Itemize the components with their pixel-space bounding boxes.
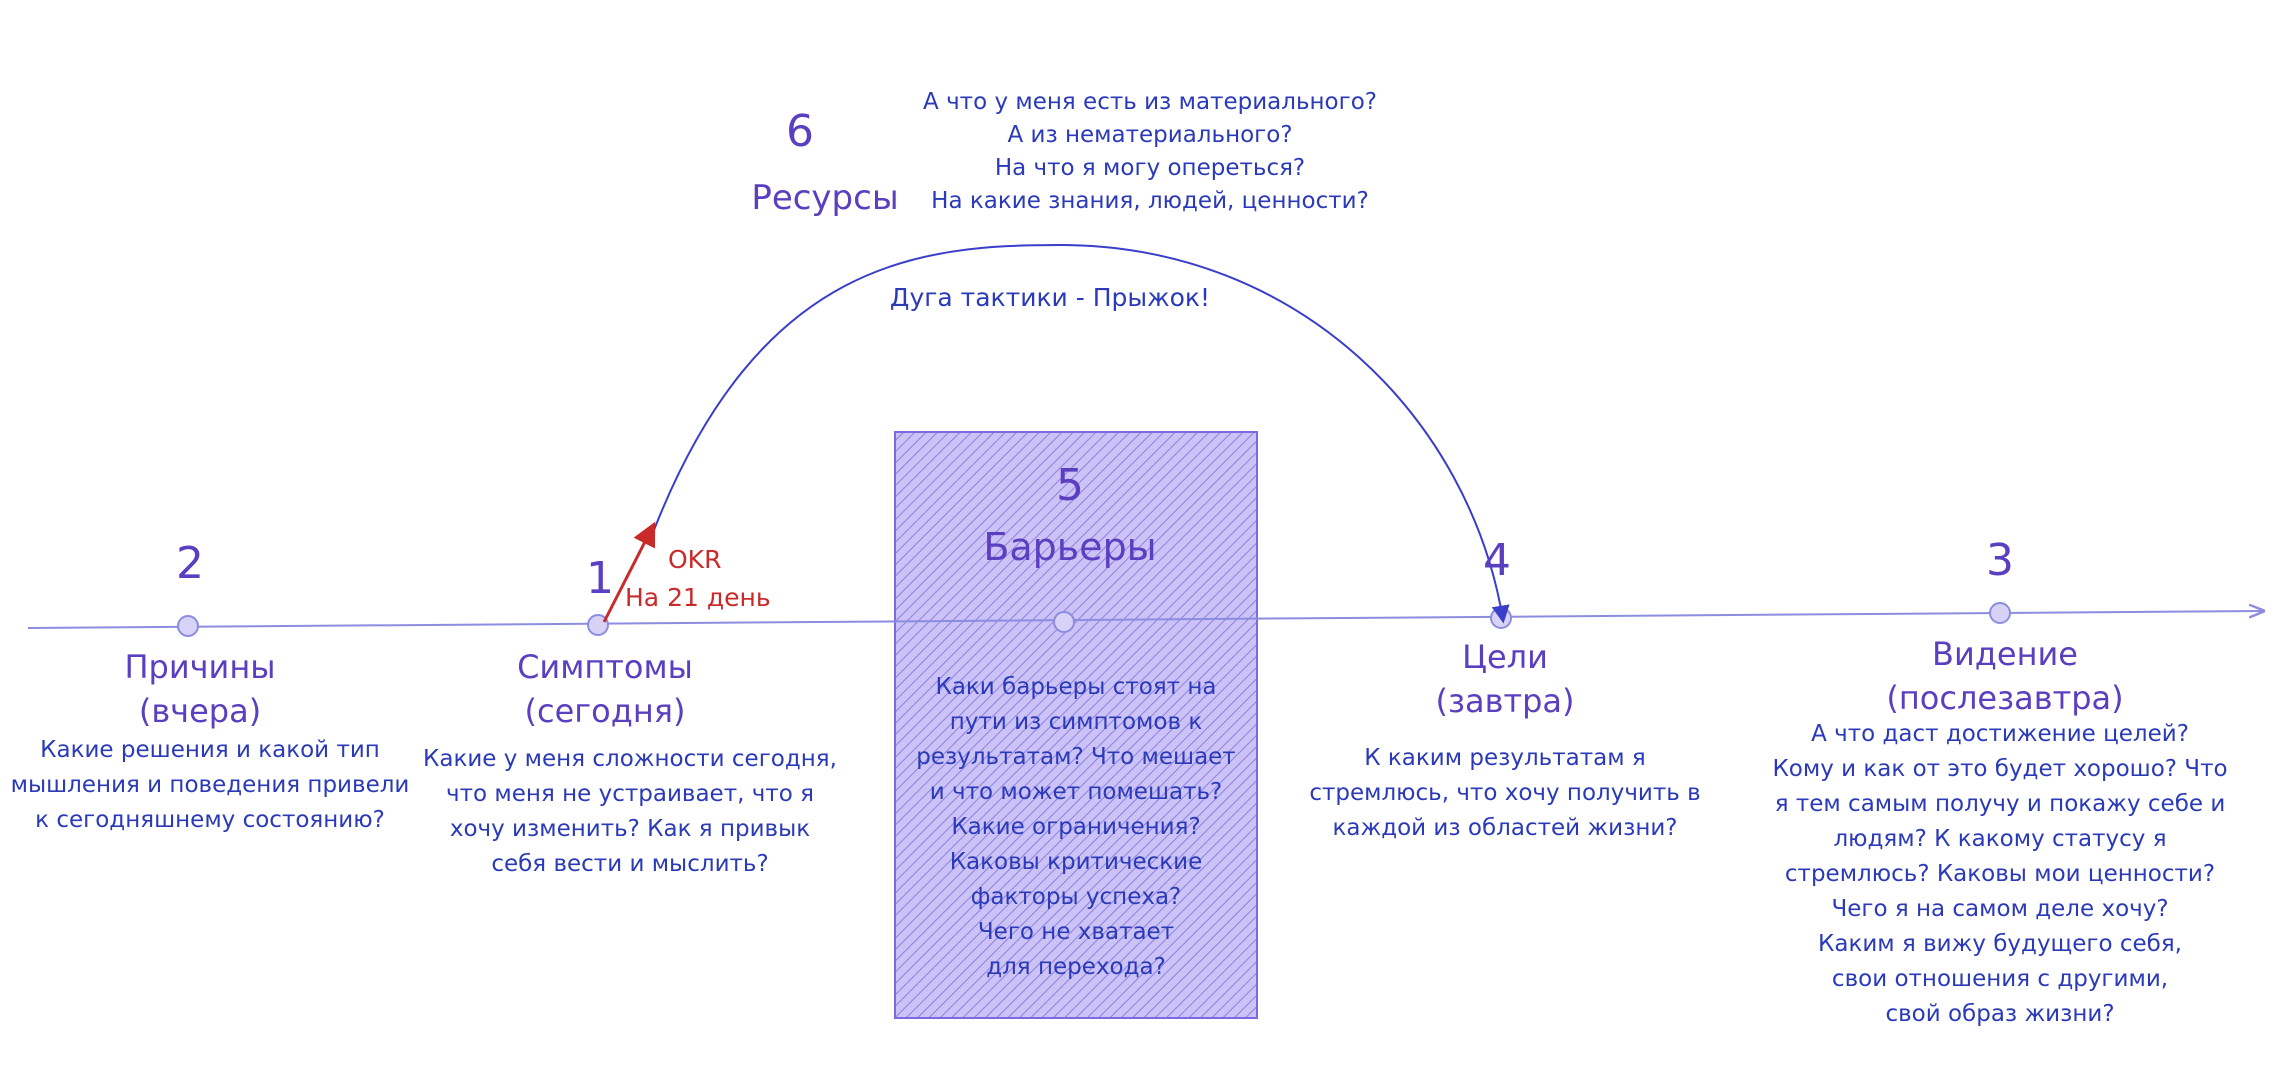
goals-number: 4: [1483, 535, 1511, 586]
okr-label: OKR: [668, 545, 722, 574]
point-barriers: [1053, 611, 1075, 633]
goals-description: К каким результатам я стремлюсь, что хоч…: [1309, 745, 1701, 841]
resources-number: 6: [786, 106, 814, 157]
symptoms-number: 1: [586, 553, 614, 604]
resources-questions: А что у меня есть из материального? А из…: [923, 89, 1377, 214]
vision-number: 3: [1986, 535, 2014, 586]
vision-title: Видение (послезавтра): [1886, 635, 2124, 717]
causes-description: Какие решения и какой тип мышления и пов…: [10, 737, 410, 833]
causes-number: 2: [176, 538, 204, 589]
timeline-axis: [27, 611, 2262, 629]
okr-period: На 21 день: [625, 583, 771, 612]
okr-arrow: [602, 521, 656, 623]
point-symptoms: [587, 614, 609, 636]
symptoms-description: Какие у меня сложности сегодня, что меня…: [423, 746, 837, 877]
point-vision: [1989, 602, 2011, 624]
barriers-number: 5: [1056, 460, 1084, 511]
symptoms-title: Симптомы (сегодня): [517, 648, 693, 730]
arc-label: Дуга тактики - Прыжок!: [889, 283, 1211, 312]
vision-description: А что даст достижение целей? Кому и как …: [1772, 721, 2228, 1027]
causes-title: Причины (вчера): [124, 648, 276, 730]
point-causes: [177, 615, 199, 637]
resources-title: Ресурсы: [751, 178, 899, 218]
barrier-box: [894, 431, 1258, 1019]
goals-title: Цели (завтра): [1435, 638, 1575, 720]
barriers-title: Барьеры: [983, 525, 1157, 569]
tactic-arc: [653, 243, 1510, 624]
barriers-description: Каки барьеры стоят на пути из симптомов …: [916, 674, 1236, 980]
